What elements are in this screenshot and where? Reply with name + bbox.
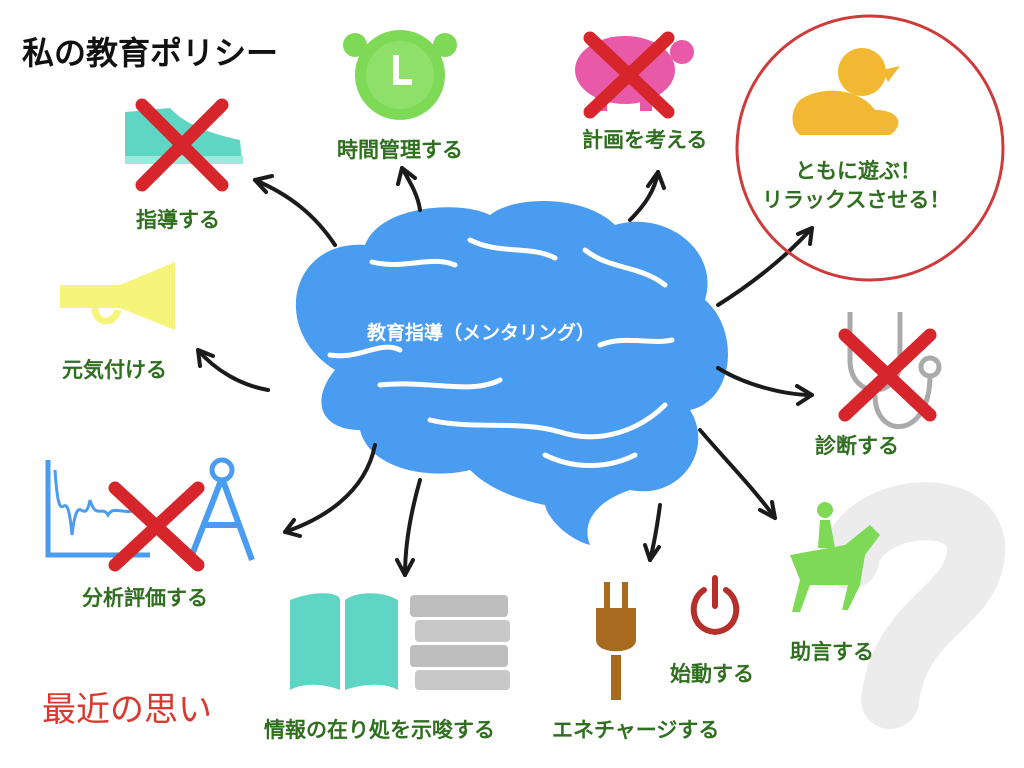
highlight-circle (735, 14, 1005, 282)
label-start: 始動する (670, 662, 754, 686)
cross-icon (583, 31, 675, 119)
arrows (196, 166, 814, 577)
cross-icon (838, 328, 937, 422)
label-info: 情報の在り処を示唆する (264, 718, 495, 742)
books-stack-icon (410, 595, 510, 690)
label-diagnose: 診断する (815, 434, 899, 458)
label-advice: 助言する (790, 640, 874, 664)
cross-icon (108, 481, 205, 572)
horse-rider-icon (790, 502, 880, 612)
label-time: 時間管理する (337, 138, 463, 162)
compass-icon (187, 457, 255, 562)
center-label: 教育指導（メンタリング） (367, 322, 596, 344)
page-title: 私の教育ポリシー (22, 34, 279, 72)
label-energy: エネチャージする (552, 718, 720, 742)
label-relax: リラックスさせる！ (762, 188, 951, 212)
rubber-duck-icon (792, 48, 900, 135)
footer-note: 最近の思い (42, 690, 212, 730)
brain-shape (295, 201, 728, 546)
label-leading: 指導する (136, 208, 220, 232)
cross-icon (135, 98, 229, 192)
alarm-clock-icon (343, 30, 457, 120)
book-icon (290, 593, 398, 690)
question-mark-icon (821, 482, 1006, 729)
power-icon (690, 575, 740, 636)
label-evaluate: 分析評価する (82, 586, 208, 610)
megaphone-icon (60, 262, 175, 330)
label-play: ともに遊ぶ！ (795, 159, 921, 183)
chart-icon (45, 460, 150, 558)
label-motivate: 元気付ける (62, 358, 167, 382)
plug-icon (596, 582, 636, 700)
label-planning: 計画を考える (582, 128, 708, 152)
